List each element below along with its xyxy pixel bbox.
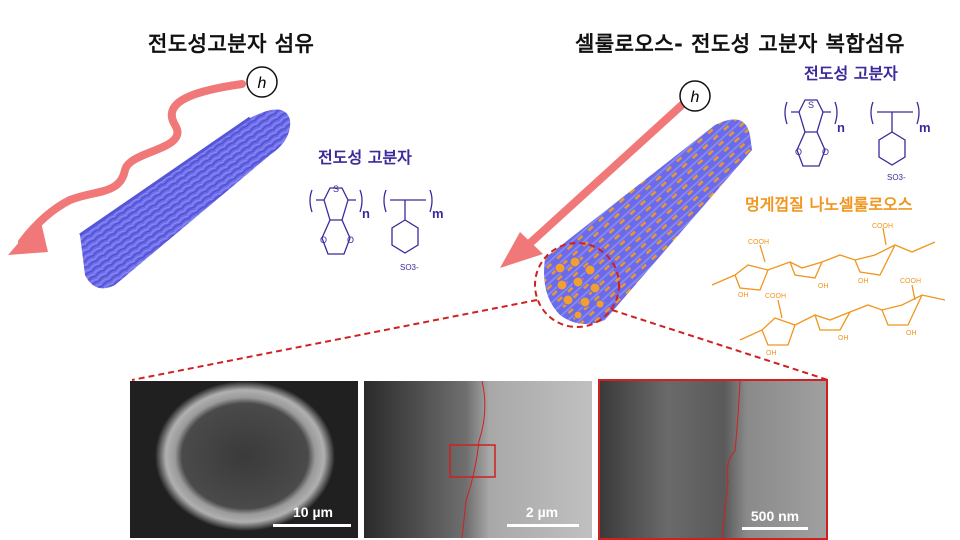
- nanocellulose-structure: COOH COOH COOH COOH OH OH OH OH OH OH: [711, 223, 946, 357]
- left-polymer-label: 전도성 고분자: [318, 148, 412, 167]
- svg-text:OH: OH: [838, 335, 849, 342]
- scale-label: 2 µm: [525, 504, 559, 520]
- conductive-polymer-fiber: [79, 109, 291, 289]
- svg-text:m: m: [432, 206, 444, 221]
- svg-text:S: S: [808, 100, 814, 110]
- interface-line: [721, 381, 741, 538]
- cellulose-label: 멍게껍질 나노셀룰로오스: [745, 195, 913, 214]
- svg-text:S: S: [333, 184, 339, 194]
- svg-text:OH: OH: [858, 278, 869, 285]
- right-polymer-label: 전도성 고분자: [804, 64, 898, 83]
- light-wave-arrow-left: [8, 80, 246, 255]
- svg-text:OH: OH: [906, 330, 917, 337]
- scale-label: 500 nm: [750, 508, 800, 524]
- svg-text:n: n: [837, 120, 845, 135]
- svg-text:h: h: [691, 89, 700, 106]
- light-symbol-left: h: [246, 66, 278, 98]
- scale-label: 10 µm: [293, 504, 333, 520]
- svg-text:COOH: COOH: [900, 278, 921, 285]
- svg-text:O: O: [822, 147, 829, 157]
- right-title: 셀룰로오스- 전도성 고분자 복합섬유: [575, 32, 905, 56]
- svg-text:COOH: COOH: [872, 223, 893, 230]
- cellulose-polymer-composite-fiber: [544, 119, 752, 324]
- svg-text:O: O: [320, 235, 327, 245]
- svg-text:O: O: [795, 147, 802, 157]
- svg-text:O: O: [347, 235, 354, 245]
- scale-bar: [742, 527, 808, 530]
- svg-text:OH: OH: [738, 292, 749, 299]
- svg-text:n: n: [362, 206, 370, 221]
- scale-bar: [273, 524, 351, 527]
- svg-text:COOH: COOH: [748, 239, 769, 246]
- svg-text:SO3-: SO3-: [887, 173, 906, 182]
- svg-text:COOH: COOH: [765, 293, 786, 300]
- svg-text:OH: OH: [766, 350, 777, 357]
- sem-image-magnified: 500 nm: [598, 379, 828, 540]
- sem-image-fiber-cross-section: 10 µm: [130, 381, 358, 538]
- svg-text:OH: OH: [818, 283, 829, 290]
- scale-bar: [507, 524, 579, 527]
- left-title: 전도성고분자 섬유: [148, 32, 315, 56]
- svg-text:SO3-: SO3-: [400, 263, 419, 272]
- light-arrow-right: [500, 100, 687, 268]
- interface-markers: [449, 381, 496, 538]
- pedot-pss-structure-right: S O O n m SO3-: [784, 99, 931, 182]
- light-symbol-right: h: [679, 80, 711, 112]
- svg-text:h: h: [258, 75, 267, 92]
- sem-image-interface: 2 µm: [364, 381, 592, 538]
- zoom-indicator: [131, 242, 829, 381]
- pedot-pss-structure-left: S O O n m SO3-: [309, 184, 444, 272]
- svg-text:m: m: [919, 120, 931, 135]
